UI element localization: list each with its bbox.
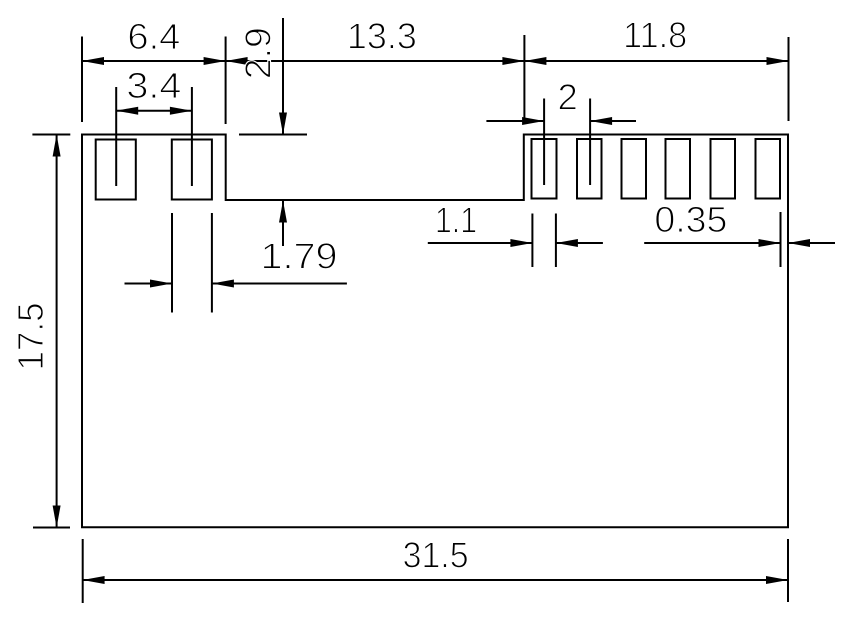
svg-text:1.79: 1.79 <box>261 236 338 277</box>
svg-text:3.4: 3.4 <box>126 65 181 106</box>
svg-text:11.8: 11.8 <box>623 15 687 56</box>
svg-text:31.5: 31.5 <box>403 534 469 575</box>
svg-text:6.4: 6.4 <box>127 16 180 57</box>
svg-text:1.1: 1.1 <box>435 200 477 241</box>
svg-text:13.3: 13.3 <box>347 16 417 57</box>
svg-text:17.5: 17.5 <box>10 303 51 371</box>
svg-text:2.9: 2.9 <box>238 27 279 79</box>
svg-text:0.35: 0.35 <box>654 199 727 240</box>
svg-text:2: 2 <box>557 76 577 117</box>
